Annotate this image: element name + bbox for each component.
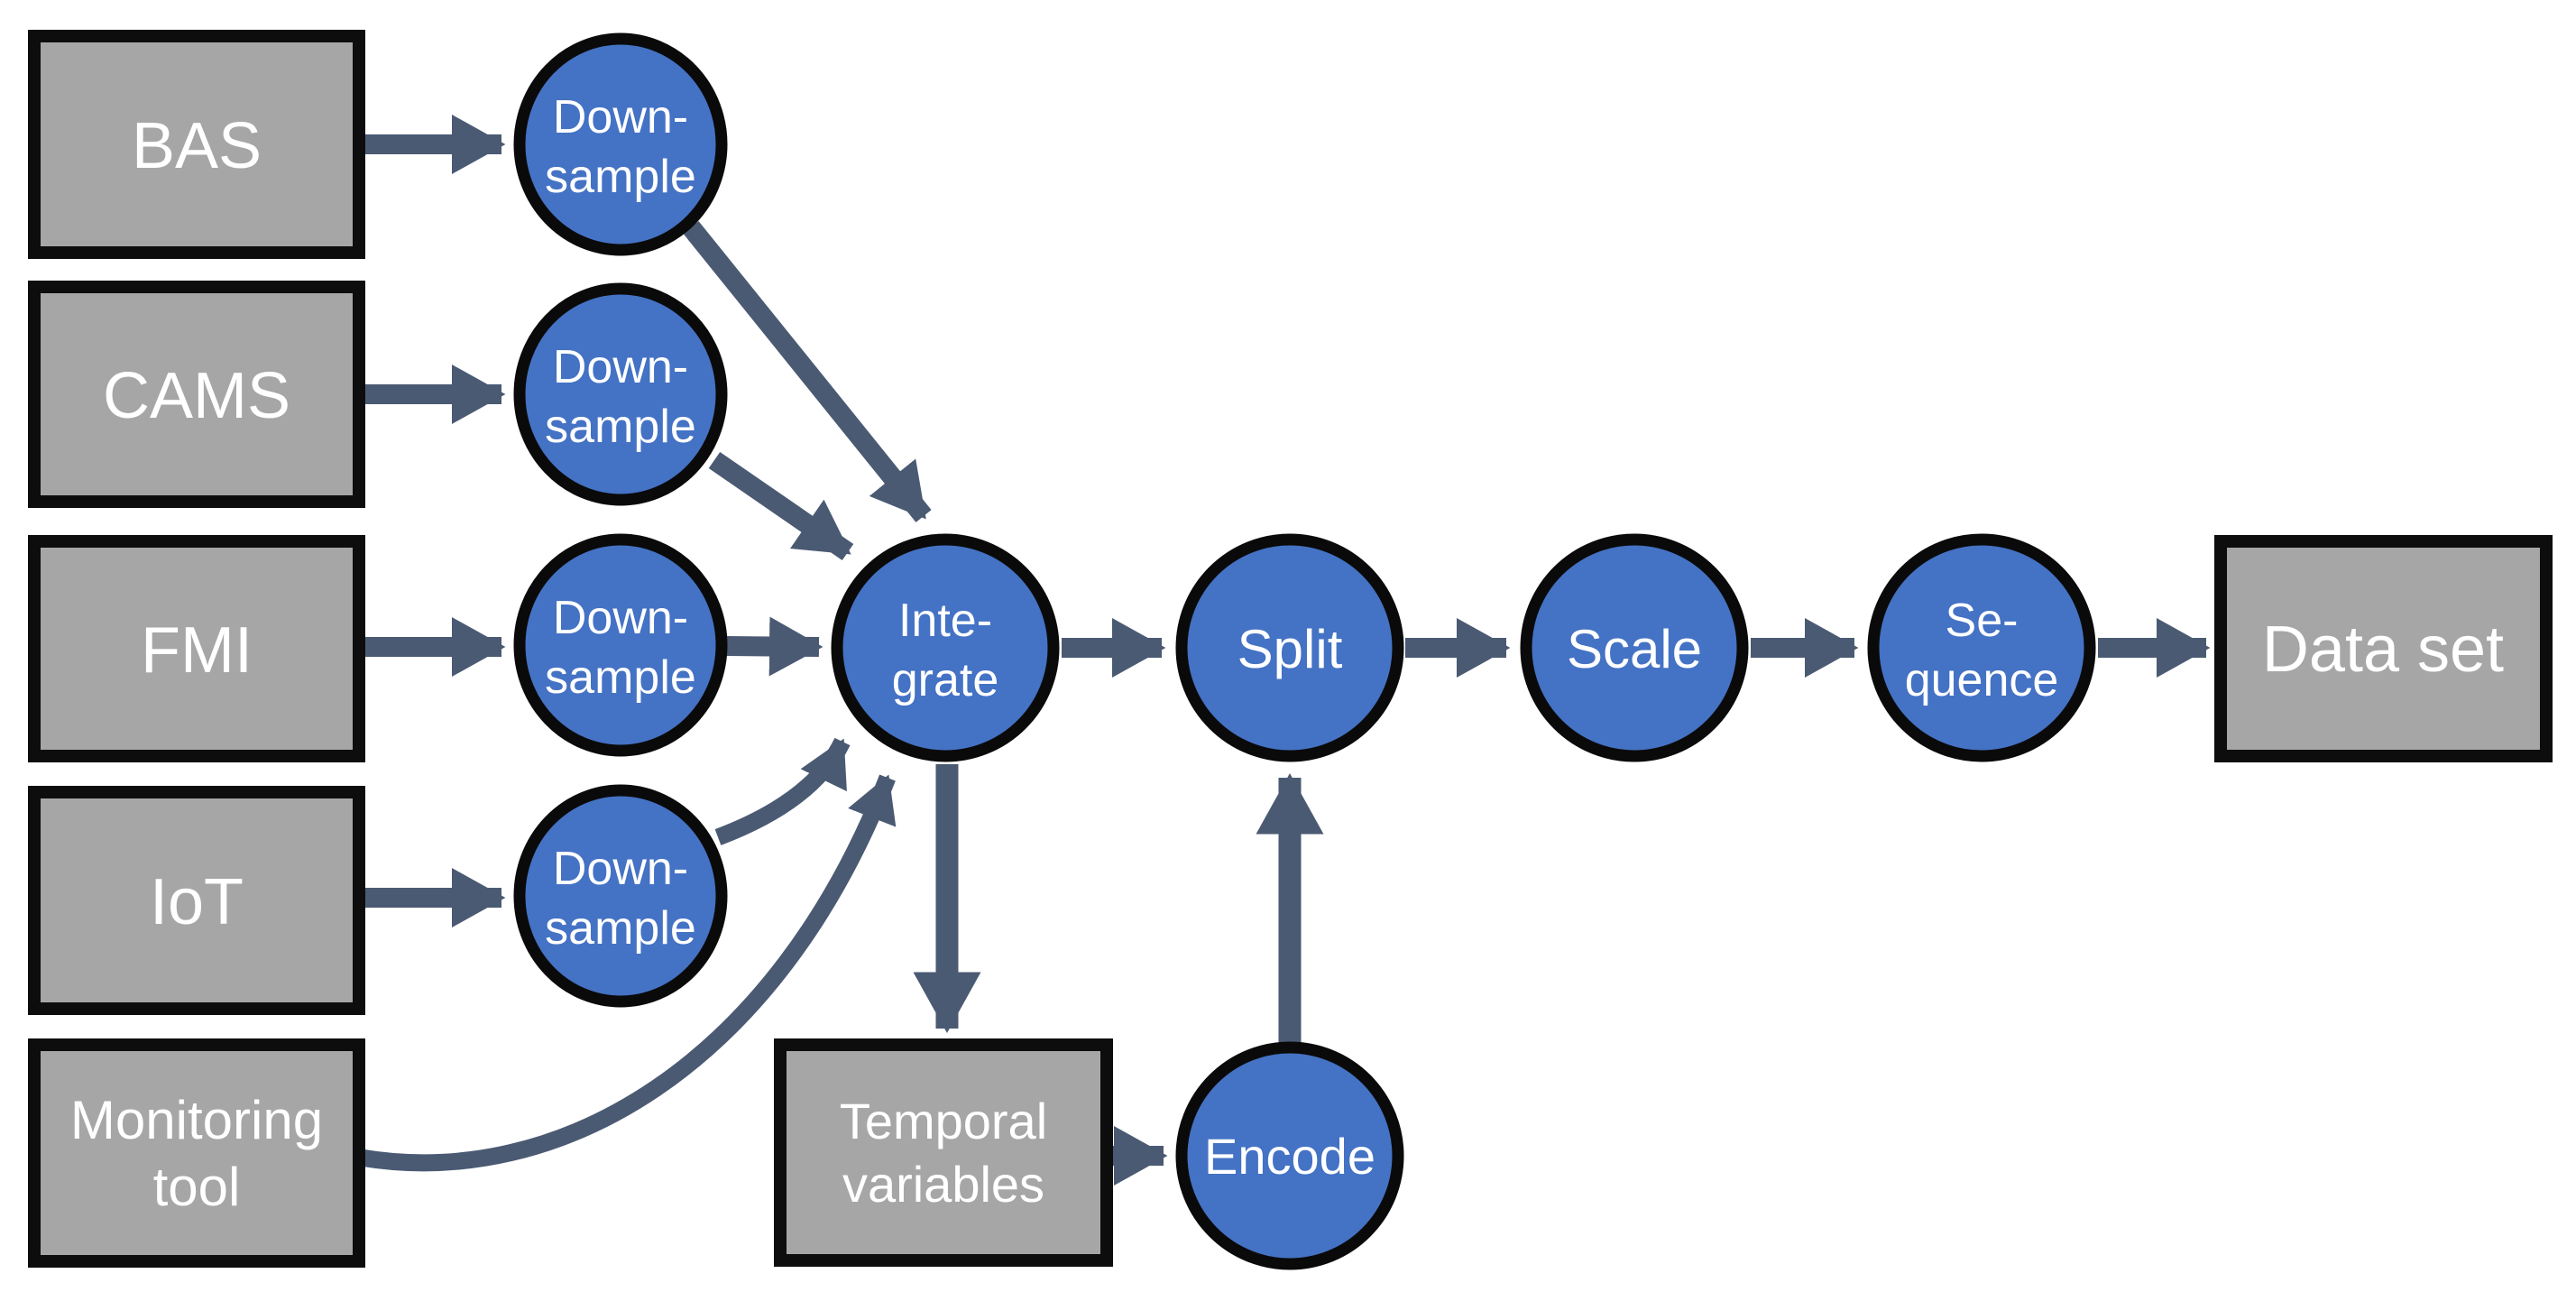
edge-downsample2-to-integrate bbox=[708, 451, 854, 561]
fmi-box bbox=[28, 535, 365, 762]
node-sequence: Se- quence bbox=[1867, 533, 2096, 762]
downsample-4-label-line2: sample bbox=[545, 902, 696, 955]
node-downsample-3: Down- sample bbox=[513, 533, 728, 757]
sequence-label-line1: Se- bbox=[1946, 595, 2019, 647]
node-dataset: Data set bbox=[2214, 535, 2553, 762]
node-bas: BAS bbox=[28, 30, 365, 259]
temporal-variables-label-line2: variables bbox=[842, 1156, 1044, 1213]
monitoring-tool-box bbox=[28, 1038, 365, 1268]
integrate-label-line2: grate bbox=[892, 654, 999, 706]
integrate-circle bbox=[831, 533, 1060, 762]
scale-label: Scale bbox=[1567, 619, 1702, 679]
downsample-3-label-line1: Down- bbox=[553, 592, 688, 644]
node-downsample-2: Down- sample bbox=[513, 282, 728, 506]
node-split: Split bbox=[1175, 533, 1404, 762]
edge-downsample4-to-integrate bbox=[714, 737, 851, 845]
sequence-circle bbox=[1867, 533, 2096, 762]
downsample-3-label-line2: sample bbox=[545, 651, 696, 704]
edge-downsample3-to-integrate bbox=[726, 616, 823, 677]
edge-downsample1-to-integrate bbox=[683, 221, 932, 522]
integrate-label-line1: Inte- bbox=[898, 595, 992, 647]
node-downsample-4: Down- sample bbox=[513, 784, 728, 1008]
temporal-variables-label-line1: Temporal bbox=[840, 1093, 1047, 1149]
downsample-1-circle bbox=[513, 32, 728, 256]
iot-box bbox=[28, 786, 365, 1015]
node-cams: CAMS bbox=[28, 281, 365, 508]
cams-label: CAMS bbox=[103, 360, 290, 432]
node-iot: IoT bbox=[28, 786, 365, 1015]
scale-circle bbox=[1520, 533, 1749, 762]
dataset-box bbox=[2214, 535, 2553, 762]
edges-layer bbox=[359, 115, 2211, 1186]
node-fmi: FMI bbox=[28, 535, 365, 762]
node-downsample-1: Down- sample bbox=[513, 32, 728, 256]
node-scale: Scale bbox=[1520, 533, 1749, 762]
split-label: Split bbox=[1237, 619, 1343, 679]
downsample-1-label-line2: sample bbox=[545, 151, 696, 203]
fmi-label: FMI bbox=[141, 614, 253, 687]
cams-box bbox=[28, 281, 365, 508]
iot-label: IoT bbox=[150, 866, 244, 938]
node-temporal-variables: Temporal variables bbox=[774, 1038, 1113, 1267]
node-encode: Encode bbox=[1175, 1041, 1404, 1270]
monitoring-tool-label-line1: Monitoring bbox=[70, 1090, 323, 1150]
encode-circle bbox=[1175, 1041, 1404, 1270]
downsample-1-label-line1: Down- bbox=[553, 91, 688, 143]
node-integrate: Inte- grate bbox=[831, 533, 1060, 762]
downsample-3-circle bbox=[513, 533, 728, 757]
downsample-2-circle bbox=[513, 282, 728, 506]
split-circle bbox=[1175, 533, 1404, 762]
dataset-label: Data set bbox=[2262, 614, 2504, 686]
temporal-variables-box bbox=[774, 1038, 1113, 1267]
monitoring-tool-label-line2: tool bbox=[153, 1157, 241, 1217]
encode-label: Encode bbox=[1204, 1128, 1375, 1185]
bas-label: BAS bbox=[132, 110, 262, 182]
sequence-label-line2: quence bbox=[1905, 654, 2059, 706]
edge-monitoring-to-integrate bbox=[359, 774, 897, 1172]
node-monitoring-tool: Monitoring tool bbox=[28, 1038, 365, 1268]
downsample-2-label-line2: sample bbox=[545, 401, 696, 453]
downsample-2-label-line1: Down- bbox=[553, 341, 688, 393]
bas-box bbox=[28, 30, 365, 259]
downsample-4-circle bbox=[513, 784, 728, 1008]
downsample-4-label-line1: Down- bbox=[553, 843, 688, 895]
